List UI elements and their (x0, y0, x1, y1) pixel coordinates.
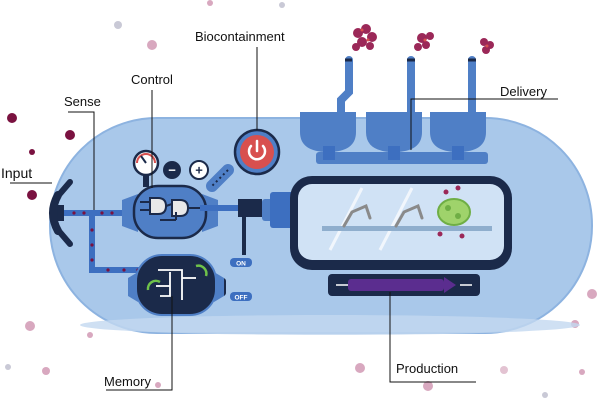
background-dots (5, 0, 597, 398)
sense-label: Sense (64, 94, 101, 109)
bacterium-icon (437, 185, 471, 239)
switch-on-label: ON (236, 261, 246, 268)
power-icon (247, 139, 267, 161)
production-label: Production (396, 361, 459, 376)
memory-module (128, 254, 224, 316)
input-connector (49, 179, 73, 247)
sense-tubes (64, 210, 148, 273)
delivery-label: Delivery (500, 84, 547, 99)
minus-button[interactable] (163, 161, 181, 179)
released-molecules (352, 24, 494, 54)
robot-arm-icon (342, 203, 424, 228)
input-label: Input (1, 165, 33, 181)
label-leader-lines (10, 47, 558, 391)
memory-label: Memory (104, 374, 151, 389)
production-chamber (290, 176, 512, 296)
control-module (122, 184, 270, 240)
control-label: Control (131, 72, 173, 87)
plus-button[interactable] (189, 160, 209, 180)
delivery-module (300, 56, 488, 164)
logic-gate-icon (140, 197, 200, 221)
minus-label: − (168, 163, 176, 178)
biocontainment-label: Biocontainment (195, 29, 285, 44)
biocontainment-button[interactable] (206, 128, 281, 192)
switch-off-label: OFF (235, 295, 248, 302)
plus-label: + (195, 163, 203, 178)
